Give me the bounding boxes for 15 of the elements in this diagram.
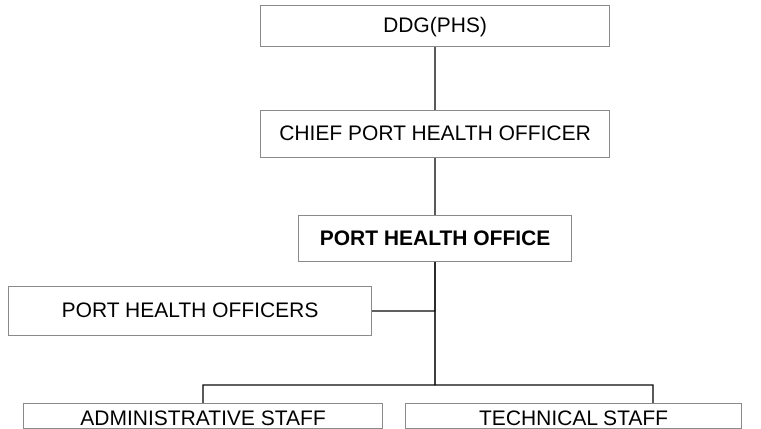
box-label: DDG(PHS) bbox=[383, 14, 487, 38]
org-box bbox=[298, 215, 572, 262]
org-box bbox=[260, 5, 610, 47]
connector-line bbox=[434, 158, 436, 215]
connector-line bbox=[434, 262, 654, 403]
box-label: PORT HEALTH OFFICE bbox=[320, 226, 550, 250]
connector-line bbox=[434, 47, 436, 110]
org-box bbox=[405, 403, 742, 429]
org-box bbox=[23, 403, 383, 429]
box-label: ADMINISTRATIVE STAFF bbox=[80, 407, 326, 429]
box-label: CHIEF PORT HEALTH OFFICER bbox=[279, 122, 591, 146]
org-box bbox=[260, 110, 610, 158]
box-label: TECHNICAL STAFF bbox=[478, 407, 668, 429]
box-label: PORT HEALTH OFFICERS bbox=[62, 299, 318, 323]
org-box bbox=[8, 286, 372, 336]
